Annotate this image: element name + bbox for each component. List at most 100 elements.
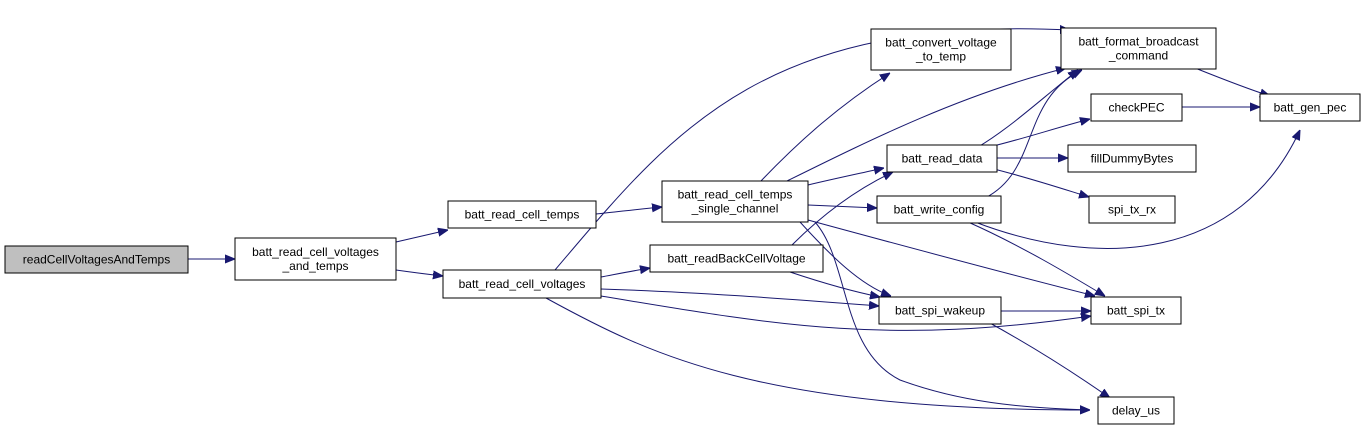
node-box bbox=[661, 180, 809, 223]
node-box bbox=[1097, 396, 1175, 425]
node-box bbox=[886, 144, 998, 173]
node-cvt[interactable]: batt_convert_voltage_to_temp bbox=[870, 28, 1012, 71]
node-label: batt_format_broadcast bbox=[1078, 35, 1199, 49]
edge-rcv-du bbox=[545, 297, 1090, 410]
node-rcvt[interactable]: batt_read_cell_voltages_and_temps bbox=[234, 237, 397, 281]
nodes-layer: readCellVoltagesAndTemps batt_read_cell_v… bbox=[4, 27, 1361, 425]
node-label: batt_read_cell_temps bbox=[678, 188, 793, 202]
edge-rctsc-sw bbox=[799, 221, 891, 296]
node-label: batt_convert_voltage bbox=[885, 36, 997, 50]
node-fbc[interactable]: batt_format_broadcast_command bbox=[1060, 27, 1217, 70]
edge-line bbox=[987, 321, 1110, 398]
edge-rctsc-bst bbox=[807, 219, 1095, 296]
edge-rctsc-wc bbox=[807, 205, 877, 208]
edge-line bbox=[545, 297, 1090, 410]
node-box bbox=[1259, 93, 1361, 122]
edge-rctsc-rd bbox=[807, 168, 884, 186]
edge-line bbox=[807, 205, 877, 208]
node-box bbox=[1060, 27, 1217, 70]
node-rbcv[interactable]: batt_readBackCellVoltage bbox=[649, 244, 824, 273]
node-label: _command bbox=[1108, 49, 1168, 63]
node-rd[interactable]: batt_read_data bbox=[886, 144, 998, 173]
edge-line bbox=[989, 167, 1089, 197]
node-label: batt_spi_wakeup bbox=[895, 304, 985, 318]
node-box bbox=[649, 244, 824, 273]
edge-rctsc-fbc bbox=[784, 68, 1066, 183]
edge-rctsc-cvt bbox=[759, 73, 890, 183]
node-box bbox=[447, 200, 597, 229]
node-label: readCellVoltagesAndTemps bbox=[23, 253, 170, 267]
edge-rd-stx bbox=[989, 167, 1089, 197]
edge-line bbox=[799, 221, 891, 296]
node-label: batt_gen_pec bbox=[1274, 101, 1347, 115]
node-box bbox=[870, 28, 1012, 71]
edge-line bbox=[395, 230, 448, 243]
edge-line bbox=[789, 271, 880, 297]
node-rctsc[interactable]: batt_read_cell_temps_single_channel bbox=[661, 180, 809, 223]
node-box bbox=[1090, 296, 1182, 325]
edge-rct-rctsc bbox=[595, 207, 662, 215]
node-cpec[interactable]: checkPEC bbox=[1090, 93, 1183, 122]
node-stx[interactable]: spi_tx_rx bbox=[1088, 195, 1176, 224]
edge-line bbox=[814, 221, 1090, 410]
edge-line bbox=[784, 68, 1066, 183]
node-box bbox=[4, 245, 189, 274]
node-label: _single_channel bbox=[691, 202, 779, 216]
node-fdb[interactable]: fillDummyBytes bbox=[1067, 144, 1197, 173]
node-label: batt_readBackCellVoltage bbox=[667, 252, 805, 266]
node-box bbox=[234, 237, 397, 281]
edge-rbcv-sw bbox=[789, 271, 880, 297]
edge-rd-fbc bbox=[977, 70, 1078, 148]
edge-rcv-sw bbox=[600, 288, 879, 306]
edge-wc-fbc bbox=[984, 70, 1082, 199]
edge-rcv-bst bbox=[600, 295, 1091, 331]
node-label: batt_spi_tx bbox=[1107, 304, 1165, 318]
node-box bbox=[1067, 144, 1197, 173]
edge-line bbox=[759, 73, 890, 183]
node-label: _and_temps bbox=[281, 259, 348, 273]
edge-line bbox=[807, 168, 884, 186]
edges-layer bbox=[188, 29, 1300, 410]
edge-sw-du bbox=[987, 321, 1110, 398]
node-rcv[interactable]: batt_read_cell_voltages bbox=[442, 269, 602, 299]
edge-line bbox=[1194, 67, 1270, 96]
edge-rcvt-rcv bbox=[395, 269, 443, 276]
edge-wc-gp bbox=[974, 130, 1300, 249]
node-rct[interactable]: batt_read_cell_temps bbox=[447, 200, 597, 229]
node-wc[interactable]: batt_write_config bbox=[876, 195, 1002, 224]
node-root[interactable]: readCellVoltagesAndTemps bbox=[4, 245, 189, 274]
edge-wc-bst bbox=[967, 221, 1105, 296]
edge-line bbox=[967, 221, 1105, 296]
edge-line bbox=[791, 172, 893, 246]
node-label: checkPEC bbox=[1108, 101, 1164, 115]
node-label: batt_write_config bbox=[894, 203, 985, 217]
node-label: delay_us bbox=[1112, 404, 1160, 418]
edge-rctsc-du bbox=[814, 221, 1090, 410]
edge-line bbox=[977, 70, 1078, 148]
edge-fbc-gp bbox=[1194, 67, 1270, 96]
edge-rcv-rbcv bbox=[600, 268, 650, 278]
node-gp[interactable]: batt_gen_pec bbox=[1259, 93, 1361, 122]
edge-line bbox=[807, 219, 1095, 296]
node-label: batt_read_cell_voltages bbox=[459, 277, 586, 291]
edge-line bbox=[600, 295, 1091, 331]
edge-rbcv-rd bbox=[791, 172, 893, 246]
edge-line bbox=[974, 130, 1300, 249]
edge-line bbox=[395, 269, 443, 276]
node-label: batt_read_data bbox=[902, 152, 983, 166]
node-sw[interactable]: batt_spi_wakeup bbox=[878, 296, 1002, 325]
edge-line bbox=[600, 288, 879, 306]
edge-line bbox=[984, 70, 1082, 199]
node-bst[interactable]: batt_spi_tx bbox=[1090, 296, 1182, 325]
edge-line bbox=[595, 207, 662, 215]
node-label: fillDummyBytes bbox=[1091, 152, 1174, 166]
edge-line bbox=[600, 268, 650, 278]
node-label: batt_read_cell_temps bbox=[465, 208, 580, 222]
node-label: spi_tx_rx bbox=[1108, 203, 1156, 217]
node-du[interactable]: delay_us bbox=[1097, 396, 1175, 425]
edge-rd-cpec bbox=[984, 119, 1090, 149]
edge-rcvt-rct bbox=[395, 230, 448, 243]
node-label: _to_temp bbox=[915, 50, 966, 64]
node-label: batt_read_cell_voltages bbox=[252, 245, 379, 259]
